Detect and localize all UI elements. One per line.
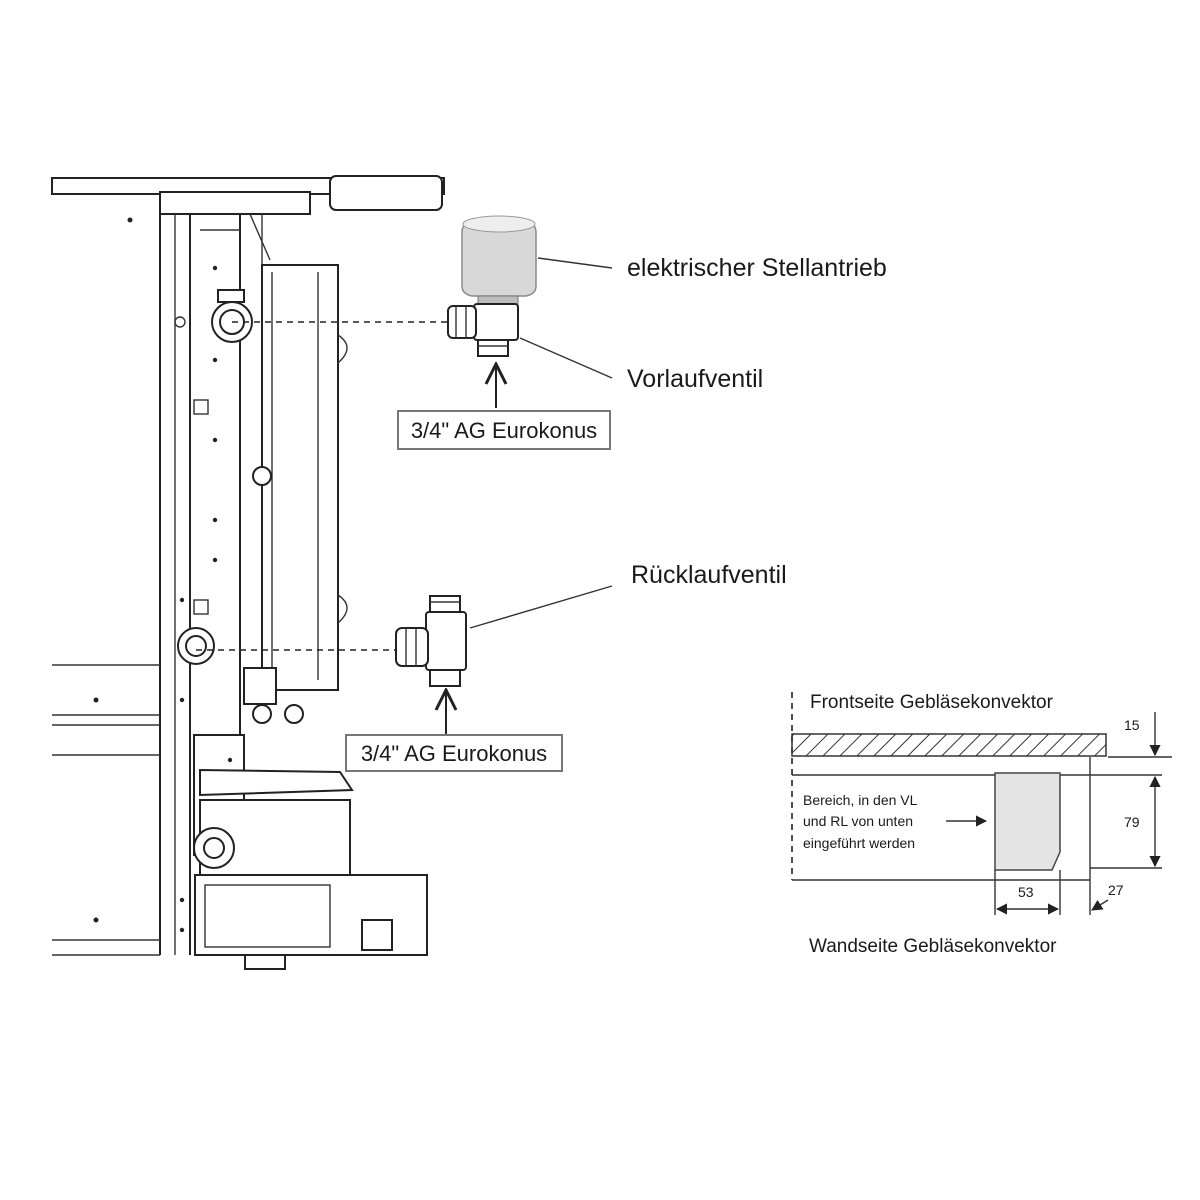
thread-box-top: 3/4" AG Eurokonus bbox=[397, 410, 611, 450]
return-valve-illustration bbox=[395, 595, 467, 687]
return-valve-label: Rücklaufventil bbox=[631, 561, 787, 589]
actuator-label: elektrischer Stellantrieb bbox=[627, 254, 887, 282]
area-note-line3: eingeführt werden bbox=[803, 835, 915, 851]
actuator-illustration bbox=[461, 215, 537, 305]
supply-valve-leader-line bbox=[519, 337, 613, 379]
detail-section: Frontseite Gebläsekonvektor Wandseite Ge… bbox=[791, 692, 1172, 957]
fan-coil-unit-drawing bbox=[51, 175, 445, 970]
dim-79: 79 bbox=[1124, 814, 1140, 830]
supply-valve-illustration bbox=[447, 303, 519, 357]
front-side-label: Frontseite Gebläsekonvektor bbox=[810, 692, 1054, 713]
dim-53: 53 bbox=[1018, 884, 1034, 900]
supply-valve-label: Vorlaufventil bbox=[627, 365, 763, 393]
area-note-line1: Bereich, in den VL bbox=[803, 792, 918, 808]
return-valve-leader-line bbox=[469, 585, 613, 629]
pipe-entry-area bbox=[994, 772, 1061, 871]
dim-15: 15 bbox=[1124, 717, 1140, 733]
actuator-leader-line bbox=[537, 257, 613, 269]
front-panel bbox=[791, 733, 1107, 757]
area-note-line2: und RL von unten bbox=[803, 813, 913, 829]
dim-27: 27 bbox=[1108, 882, 1124, 898]
wall-side-label: Wandseite Gebläsekonvektor bbox=[809, 936, 1057, 957]
thread-label-bottom: 3/4" AG Eurokonus bbox=[361, 741, 547, 766]
thread-label-top: 3/4" AG Eurokonus bbox=[411, 418, 597, 443]
thread-box-bottom: 3/4" AG Eurokonus bbox=[345, 734, 563, 772]
